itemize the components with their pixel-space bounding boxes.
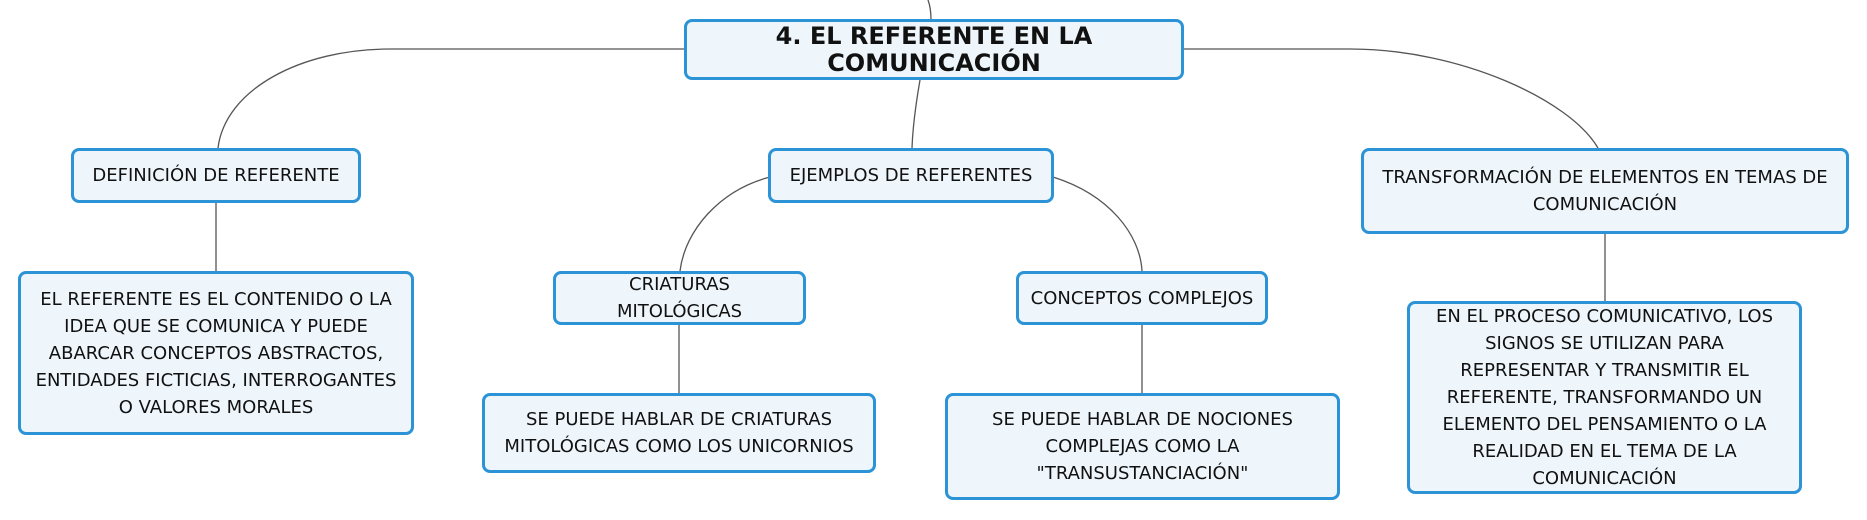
detail-transformacion-elementos[interactable]: EN EL PROCESO COMUNICATIVO, LOS SIGNOS S…: [1407, 301, 1802, 494]
connector-ejemplos-conceptos: [1052, 176, 1143, 272]
detail-conceptos-complejos[interactable]: SE PUEDE HABLAR DE NOCIONES COMPLEJAS CO…: [945, 393, 1340, 500]
child-criaturas-mitologicas[interactable]: CRIATURAS MITOLÓGICAS: [553, 271, 806, 325]
detail-criaturas-mitologicas[interactable]: SE PUEDE HABLAR DE CRIATURAS MITOLÓGICAS…: [482, 393, 876, 473]
root-node[interactable]: 4. EL REFERENTE EN LA COMUNICACIÓN: [684, 19, 1184, 80]
connector-root-transformacion: [1183, 48, 1599, 149]
connector-ejemplos-criaturas: [679, 176, 771, 272]
branch-ejemplos-referentes[interactable]: EJEMPLOS DE REFERENTES: [768, 148, 1054, 203]
child-conceptos-complejos[interactable]: CONCEPTOS COMPLEJOS: [1016, 271, 1268, 325]
connector-root-parent: [927, 0, 932, 21]
connector-root-ejemplos: [911, 79, 921, 149]
detail-definicion-referente[interactable]: EL REFERENTE ES EL CONTENIDO O LA IDEA Q…: [18, 271, 414, 435]
branch-definicion-referente[interactable]: DEFINICIÓN DE REFERENTE: [71, 148, 361, 203]
connector-root-definicion: [217, 48, 686, 149]
branch-transformacion-elementos[interactable]: TRANSFORMACIÓN DE ELEMENTOS EN TEMAS DE …: [1361, 148, 1849, 234]
